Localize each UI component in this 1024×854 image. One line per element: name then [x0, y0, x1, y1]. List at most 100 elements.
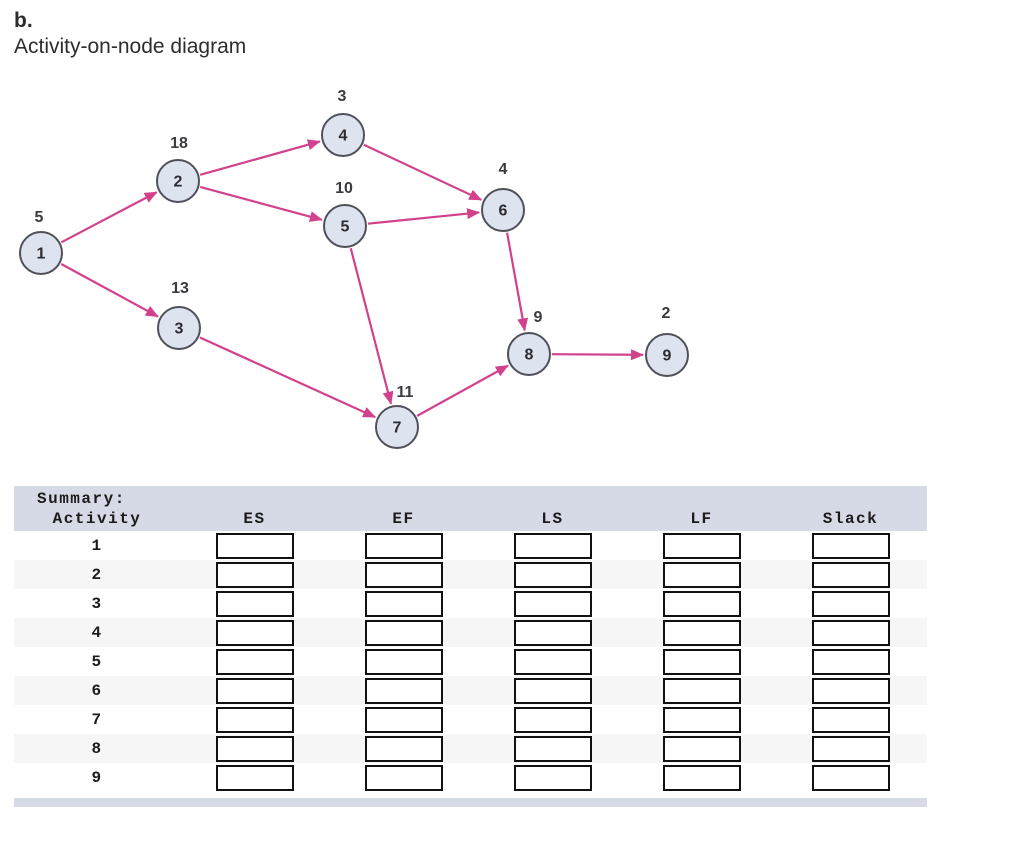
column-header-es: ES: [243, 510, 266, 528]
page-title: Activity-on-node diagram: [14, 35, 247, 58]
node-circle-1: [19, 231, 63, 275]
node-circle-5: [323, 204, 367, 248]
activity-row-label-3: 3: [91, 594, 103, 613]
activity-row-label-6: 6: [91, 681, 103, 700]
activity-node-8: 89: [507, 309, 551, 376]
table-row-8: 8: [14, 734, 927, 763]
node-circle-4: [321, 113, 365, 157]
edge-3-7: [199, 336, 377, 419]
lf-input-row-1[interactable]: [662, 532, 741, 559]
ef-input-row-9[interactable]: [364, 764, 443, 791]
ls-input-row-9[interactable]: [513, 764, 592, 791]
lf-input-row-8[interactable]: [662, 735, 741, 762]
es-input-row-9[interactable]: [215, 764, 294, 791]
cell-lf-row-3: [627, 589, 776, 618]
ef-input-row-5[interactable]: [364, 648, 443, 675]
page-heading: b. Activity-on-node diagram: [14, 8, 246, 60]
slack-input-row-8[interactable]: [811, 735, 890, 762]
es-input-row-7[interactable]: [215, 706, 294, 733]
cell-ef-row-7: [329, 705, 478, 734]
ls-input-row-5[interactable]: [513, 648, 592, 675]
ef-input-row-4[interactable]: [364, 619, 443, 646]
cell-slack-row-8: [776, 734, 925, 763]
activity-row-label-4: 4: [91, 623, 103, 642]
ls-input-row-3[interactable]: [513, 590, 592, 617]
ls-input-row-2[interactable]: [513, 561, 592, 588]
cell-lf-row-4: [627, 618, 776, 647]
cell-lf-row-2: [627, 560, 776, 589]
activity-node-4: 43: [321, 88, 365, 157]
es-input-row-2[interactable]: [215, 561, 294, 588]
node-number-1: 1: [37, 246, 46, 263]
ls-input-row-6[interactable]: [513, 677, 592, 704]
ef-input-row-3[interactable]: [364, 590, 443, 617]
edge-8-9: [551, 349, 645, 361]
ls-input-row-4[interactable]: [513, 619, 592, 646]
lf-input-row-2[interactable]: [662, 561, 741, 588]
cell-ef-row-3: [329, 589, 478, 618]
es-input-row-4[interactable]: [215, 619, 294, 646]
duration-label-4: 3: [338, 88, 347, 105]
activity-node-2: 218: [156, 135, 200, 203]
lf-input-row-5[interactable]: [662, 648, 741, 675]
cell-slack-row-2: [776, 560, 925, 589]
cell-es-row-5: [180, 647, 329, 676]
ef-input-row-1[interactable]: [364, 532, 443, 559]
node-number-7: 7: [393, 420, 402, 437]
node-number-3: 3: [175, 321, 184, 338]
cell-ls-row-6: [478, 676, 627, 705]
edge-7-8: [416, 364, 509, 417]
duration-label-2: 18: [170, 135, 188, 152]
duration-label-3: 13: [171, 280, 189, 297]
table-row-1: 1: [14, 531, 927, 560]
activity-node-1: 15: [19, 209, 63, 275]
ef-input-row-8[interactable]: [364, 735, 443, 762]
node-number-8: 8: [525, 347, 534, 364]
cell-lf-row-6: [627, 676, 776, 705]
slack-input-row-7[interactable]: [811, 706, 890, 733]
cell-es-row-2: [180, 560, 329, 589]
ls-input-row-1[interactable]: [513, 532, 592, 559]
es-input-row-8[interactable]: [215, 735, 294, 762]
node-circle-8: [507, 332, 551, 376]
cell-lf-row-5: [627, 647, 776, 676]
es-input-row-3[interactable]: [215, 590, 294, 617]
slack-input-row-2[interactable]: [811, 561, 890, 588]
slack-input-row-6[interactable]: [811, 677, 890, 704]
ef-input-row-2[interactable]: [364, 561, 443, 588]
duration-label-1: 5: [35, 209, 44, 226]
table-row-3: 3: [14, 589, 927, 618]
slack-input-row-5[interactable]: [811, 648, 890, 675]
column-header-ls: LS: [541, 510, 564, 528]
lf-input-row-3[interactable]: [662, 590, 741, 617]
table-row-2: 2: [14, 560, 927, 589]
slack-input-row-4[interactable]: [811, 619, 890, 646]
ef-input-row-7[interactable]: [364, 706, 443, 733]
table-footer-band: [14, 798, 927, 807]
duration-label-6: 4: [499, 161, 508, 178]
ls-input-row-7[interactable]: [513, 706, 592, 733]
slack-input-row-3[interactable]: [811, 590, 890, 617]
ls-input-row-8[interactable]: [513, 735, 592, 762]
node-number-5: 5: [341, 219, 350, 236]
es-input-row-5[interactable]: [215, 648, 294, 675]
lf-input-row-7[interactable]: [662, 706, 741, 733]
lf-input-row-6[interactable]: [662, 677, 741, 704]
lf-input-row-4[interactable]: [662, 619, 741, 646]
slack-input-row-1[interactable]: [811, 532, 890, 559]
es-input-row-1[interactable]: [215, 532, 294, 559]
es-input-row-6[interactable]: [215, 677, 294, 704]
cell-slack-row-7: [776, 705, 925, 734]
cell-ef-row-4: [329, 618, 478, 647]
edge-1-3: [60, 263, 159, 318]
cell-ls-row-7: [478, 705, 627, 734]
activity-row-label-2: 2: [91, 565, 103, 584]
slack-input-row-9[interactable]: [811, 764, 890, 791]
cell-ef-row-5: [329, 647, 478, 676]
ef-input-row-6[interactable]: [364, 677, 443, 704]
edge-2-5: [199, 185, 323, 222]
lf-input-row-9[interactable]: [662, 764, 741, 791]
